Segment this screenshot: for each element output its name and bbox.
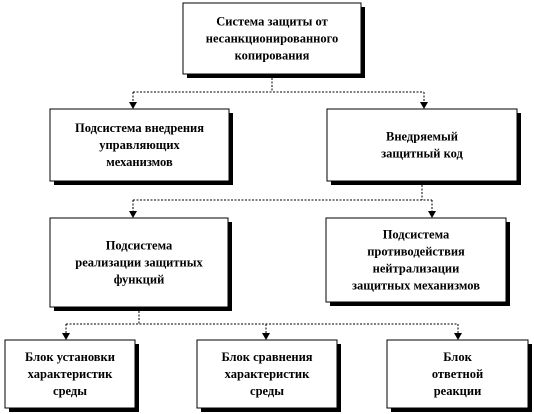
connectors [62, 78, 462, 340]
block-label-line: Система защиты от [216, 15, 328, 29]
arrow-head-icon [454, 333, 462, 340]
arrow-head-icon [129, 102, 137, 109]
block-embed: Подсистема внедрения управляющих механизмо… [49, 108, 233, 185]
block-label-line: защитный код [381, 147, 463, 161]
block-label-line: Блок [443, 350, 472, 364]
block-env_cmp: Блок сравнения характеристик среды [196, 339, 341, 412]
block-frame [182, 2, 362, 75]
block-response: Блок ответной реакции [386, 339, 532, 412]
block-label-line: копирования [235, 49, 310, 63]
block-frame [4, 339, 136, 409]
block-frame [326, 108, 518, 182]
block-frame [386, 339, 529, 409]
block-frame [196, 339, 338, 409]
block-label-line: среды [53, 384, 87, 398]
blocks: Система защиты от несанкционированного коп… [4, 2, 532, 412]
block-label-line: реакции [434, 384, 482, 398]
block-label-line: функций [114, 273, 165, 287]
block-label-line: характеристик [28, 367, 113, 381]
block-root: Система защиты от несанкционированного коп… [182, 2, 365, 78]
block-counter: Подсистема противодействия нейтрализации за… [325, 217, 510, 306]
connector-impl [62, 311, 462, 340]
block-impl: Подсистема реализации защитных функций [49, 217, 232, 311]
block-label-line: противодействия [367, 245, 465, 259]
block-label-line: ответной [432, 367, 483, 381]
block-code: Внедряемый защитный код [326, 108, 521, 185]
block-label-line: защитных механизмов [352, 279, 480, 293]
block-frame [49, 217, 229, 308]
connector-code [129, 185, 436, 218]
block-label-line: механизмов [106, 155, 173, 169]
block-label-line: Блок сравнения [221, 350, 312, 364]
arrow-head-icon [420, 102, 428, 109]
block-env_set: Блок установки характеристик среды [4, 339, 139, 412]
arrow-head-icon [428, 211, 436, 218]
connector-root [129, 78, 428, 109]
block-label-line: Блок установки [25, 350, 115, 364]
block-label-line: Внедряемый [386, 130, 458, 144]
arrow-head-icon [62, 333, 70, 340]
block-label-line: Подсистема [106, 239, 173, 253]
block-label-line: Подсистема [383, 228, 450, 242]
arrow-head-icon [262, 333, 270, 340]
block-frame [325, 217, 507, 303]
block-label-line: Подсистема внедрения [75, 121, 204, 135]
arrow-head-icon [129, 211, 137, 218]
block-label-line: среды [250, 384, 284, 398]
block-label-line: управляющих [99, 138, 180, 152]
block-label-line: нейтрализации [373, 262, 460, 276]
block-label-line: несанкционированного [206, 32, 338, 46]
block-frame [49, 108, 230, 182]
block-label-line: характеристик [225, 367, 310, 381]
block-label-line: реализации защитных [75, 256, 203, 270]
